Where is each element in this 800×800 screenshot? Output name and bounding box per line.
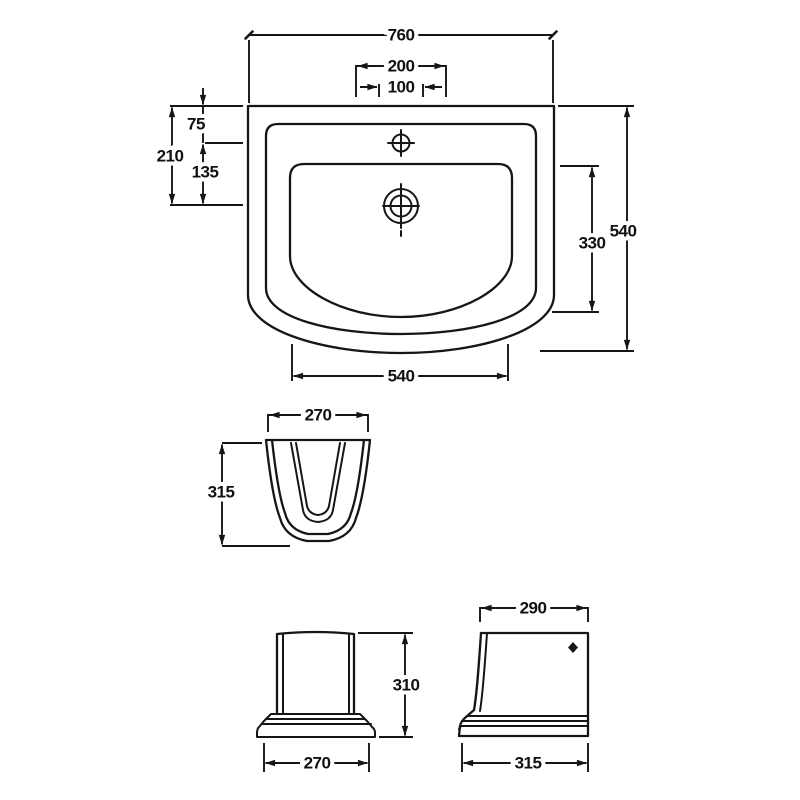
pedestal-front-outline [275,630,356,716]
pedestal-side-view: 290 315 [457,595,590,777]
dim-label-pedestal-top-depth: 290 [520,599,547,618]
pedestal-front-inner-edges [282,634,350,715]
dim-semi-pedestal-height: 315 [204,442,290,547]
waste-hole-center-mark [382,183,420,237]
dim-label-bowl-depth: 330 [579,234,606,253]
dim-left-group: 75 135 210 [153,88,243,206]
semi-pedestal-outline [264,438,372,543]
dim-label-front-edge-width: 540 [388,367,415,386]
dim-label-rim-to-waste: 210 [157,147,184,166]
dim-pedestal-height: 310 [358,632,424,738]
dim-semi-pedestal-width: 270 [267,402,369,432]
pedestal-side-base-steps [458,715,589,730]
basin-rim-outline [264,122,538,336]
dim-tap-platform-width: 200 [355,53,447,97]
dim-label-pedestal-height: 310 [393,676,420,695]
dim-label-tap-hole-to-waste: 135 [192,163,219,182]
dim-label-tap-platform-width: 200 [388,57,415,76]
dim-pedestal-base-width: 270 [263,743,370,777]
pedestal-side-inner-edge [479,632,488,712]
semi-pedestal-front-view: 270 315 [204,402,372,547]
dim-label-rim-to-tap-hole: 75 [187,115,205,134]
fixing-hole-mark [568,642,578,653]
pedestal-front-base [256,713,376,738]
pedestal-side-outline [457,631,590,738]
dim-label-tap-hole-spacing: 100 [388,78,415,97]
basin-top-view: 760 200 100 75 135 210 [153,22,641,390]
dim-label-pedestal-base-depth: 315 [515,754,542,773]
dim-label-overall-depth: 540 [610,222,637,241]
dim-right-group: 540 330 [540,105,641,352]
semi-pedestal-inner-recess [290,442,346,523]
tap-hole-center-mark [387,129,415,157]
dim-overall-width: 760 [244,22,558,103]
dim-pedestal-base-depth: 315 [461,743,589,777]
pedestal-front-view: 310 270 [256,630,424,777]
basin-bowl-outline [288,162,514,319]
dim-front-edge-width: 540 [291,344,509,390]
dim-label-semi-pedestal-height: 315 [208,483,235,502]
basin-outer-outline [246,104,556,355]
dim-pedestal-top-depth: 290 [479,595,589,622]
dim-label-semi-pedestal-width: 270 [305,406,332,425]
dim-label-pedestal-base-width: 270 [304,754,331,773]
dim-label-overall-width: 760 [388,26,415,45]
dim-tap-hole-spacing: 100 [360,74,442,101]
